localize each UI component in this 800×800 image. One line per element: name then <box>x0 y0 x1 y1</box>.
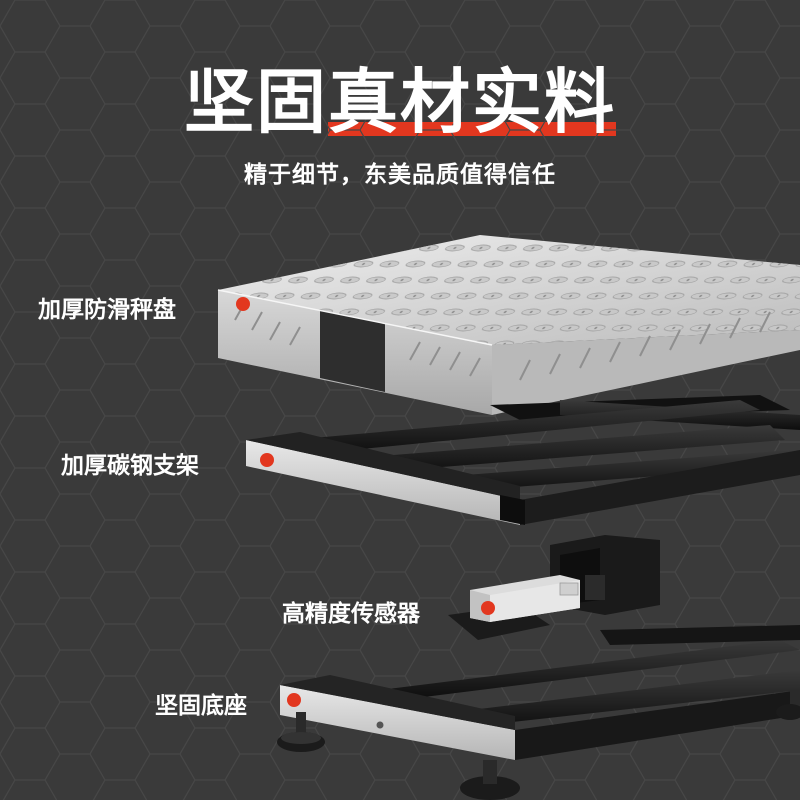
label-platform: 加厚防滑秤盘 <box>38 297 176 323</box>
label-base: 坚固底座 <box>155 693 247 719</box>
subtitle: 精于细节，东美品质值得信任 <box>244 162 556 188</box>
platform-plate <box>217 235 800 415</box>
headline-highlight: 真材实料 <box>328 62 616 142</box>
label-frame: 加厚碳钢支架 <box>61 453 199 479</box>
headline-part2: 真材实料 <box>328 61 616 143</box>
marker-dot-sensor <box>481 601 495 615</box>
marker-dot-frame <box>260 453 274 467</box>
marker-dot-base <box>287 693 301 707</box>
base-frame <box>277 625 800 800</box>
headline: 坚固真材实料 <box>0 62 800 142</box>
carbon-steel-frame <box>246 395 800 525</box>
headline-part1: 坚固 <box>184 61 328 143</box>
label-sensor: 高精度传感器 <box>282 601 420 627</box>
marker-dot-platform <box>236 297 250 311</box>
load-cell-sensor <box>448 535 660 640</box>
